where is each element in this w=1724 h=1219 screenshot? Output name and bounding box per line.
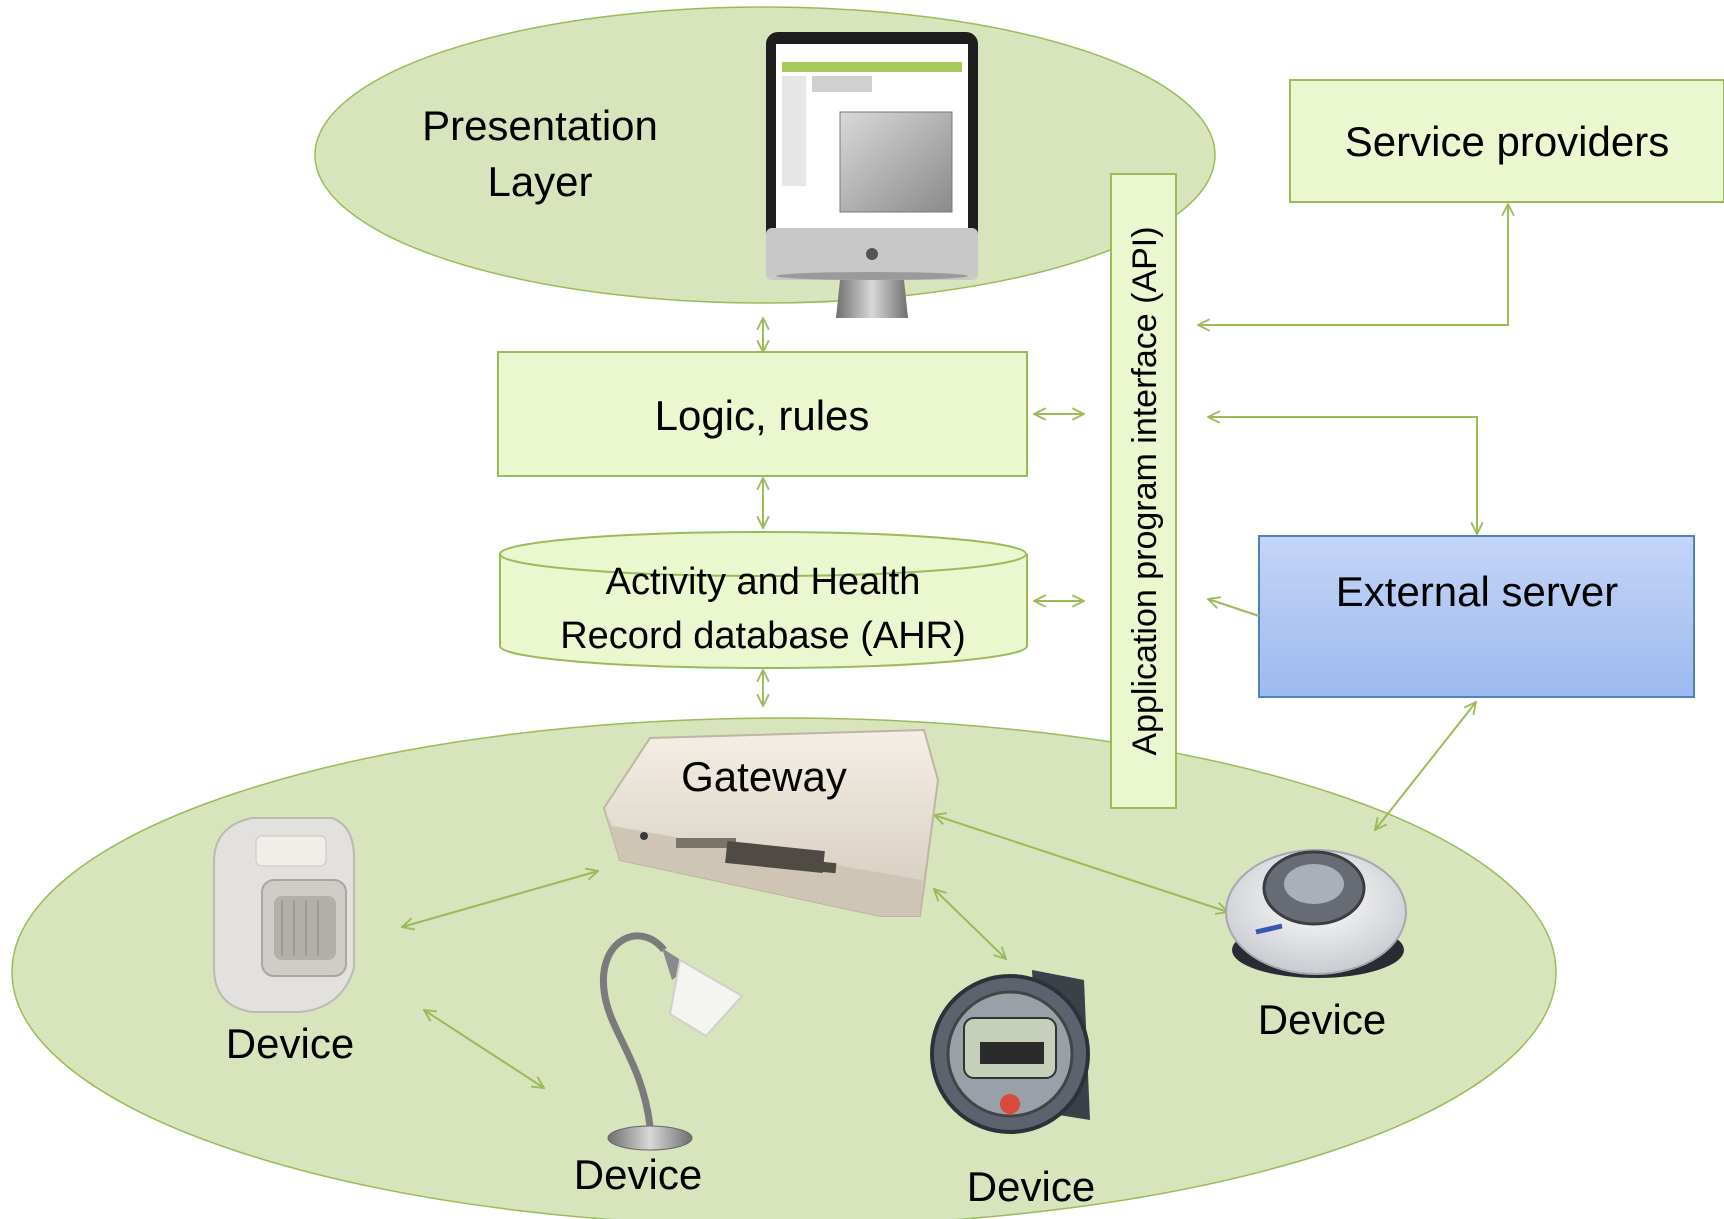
presentation-layer-ellipse <box>314 6 1216 304</box>
ahr-database-cylinder <box>499 531 1028 670</box>
gateway-label: Gateway <box>681 753 847 800</box>
connector-api-external-server <box>1208 417 1477 534</box>
router-icon <box>602 728 940 917</box>
api-bar <box>1110 173 1177 809</box>
logic-rules-label: Logic, rules <box>655 392 870 439</box>
connector-service-providers-api <box>1198 204 1508 325</box>
sport-watch-icon <box>930 970 1090 1134</box>
external-server-label: External server <box>1336 568 1618 615</box>
device-2-label: Device <box>574 1151 702 1198</box>
connector-external-server-device4 <box>1375 702 1476 830</box>
presentation-layer-title-line1: Presentation <box>422 102 658 149</box>
imac-computer-icon <box>766 32 978 318</box>
connectors <box>402 204 1508 1088</box>
api-label: Application program interface (API) <box>1126 226 1164 755</box>
logic-rules-box <box>497 351 1028 477</box>
ahr-database-label-line2: Record database (AHR) <box>560 615 966 657</box>
presentation-layer-title-line2: Layer <box>487 158 592 205</box>
motion-sensor-icon <box>213 817 355 1013</box>
connector-gateway-device4 <box>934 815 1228 912</box>
ahr-database-label-line1: Activity and Health <box>606 561 921 603</box>
external-server-box <box>1258 535 1695 698</box>
connector-gateway-device1 <box>402 871 598 927</box>
connector-external-server-api <box>1208 599 1260 617</box>
service-providers-box <box>1289 79 1724 203</box>
device-3-label: Device <box>967 1163 1095 1210</box>
connector-device1-device2 <box>424 1010 544 1088</box>
fall-detector-icon <box>1225 849 1407 978</box>
device-4-label: Device <box>1258 996 1386 1043</box>
desk-lamp-icon <box>599 932 744 1151</box>
device-1-label: Device <box>226 1020 354 1067</box>
service-providers-label: Service providers <box>1345 118 1669 165</box>
